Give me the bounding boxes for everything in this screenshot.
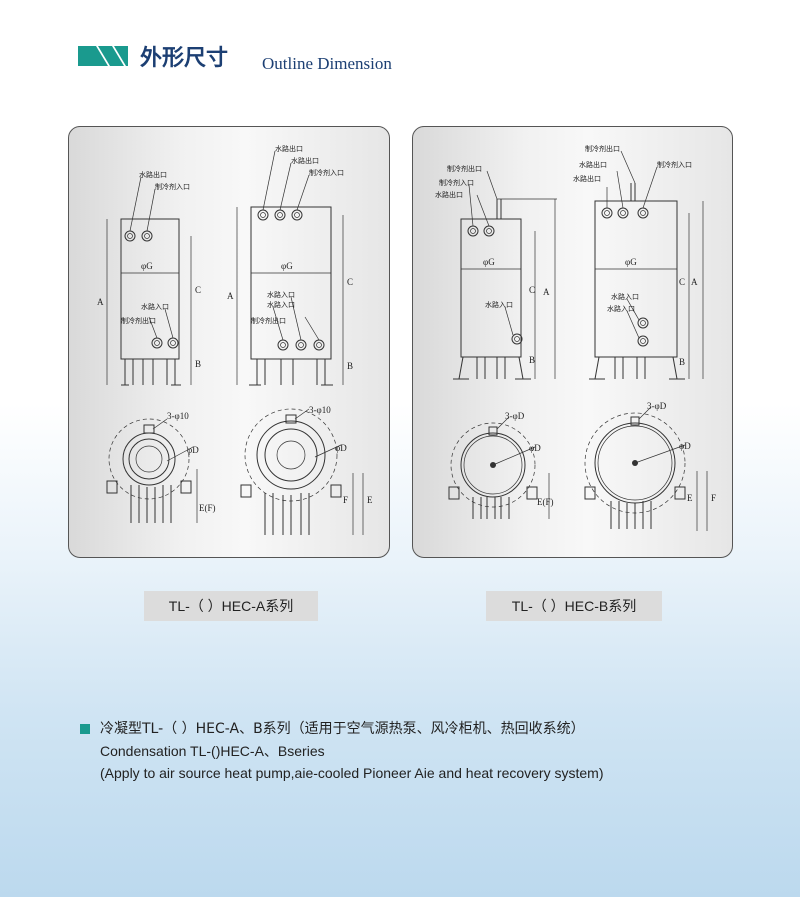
plan-a-left: 3-φ10 φD E(F) xyxy=(106,411,216,523)
label-water-outlet: 水路出口 xyxy=(435,190,463,199)
label-refrigerant-outlet: 制冷剂出口 xyxy=(447,164,482,173)
label-water-outlet-1: 水路出口 xyxy=(579,160,607,169)
label-water-outlet-1: 水路出口 xyxy=(275,144,303,153)
label-refrigerant-inlet: 制冷剂入口 xyxy=(309,168,344,177)
dim-phi-g: φG xyxy=(141,261,153,271)
dim-phi-d: φD xyxy=(529,443,541,453)
label-water-inlet-2: 水路入口 xyxy=(267,300,295,309)
dim-a: A xyxy=(543,287,550,297)
outline-drawing-b: 制冷剂出口 制冷剂入口 水路出口 φG 水路入口 A C B xyxy=(435,144,716,531)
dim-phi-g: φG xyxy=(281,261,293,271)
dim-3-phi-10: 3-φ10 xyxy=(167,411,189,421)
label-water-inlet: 水路入口 xyxy=(141,302,169,311)
label-refrigerant-inlet: 制冷剂入口 xyxy=(657,160,692,169)
unit-b-right: 制冷剂出口 水路出口 水路出口 制冷剂入口 φG 水路入口 水路入口 A C B xyxy=(573,144,704,380)
outline-drawing-a: 水路出口 制冷剂入口 φG 水路入口 制冷剂出口 A C B xyxy=(97,144,373,535)
label-water-inlet-1: 水路入口 xyxy=(267,290,295,299)
plan-a-right: 3-φ10 φD F E xyxy=(240,405,373,535)
title-chinese: 外形尺寸 xyxy=(140,46,229,71)
plan-b-right: 3-φD φD E F xyxy=(584,401,716,531)
series-label-b: TL-（ ）HEC-B系列 xyxy=(486,591,662,621)
dim-f: F xyxy=(711,493,716,503)
plan-b-left: 3-φD φD E(F) xyxy=(448,411,554,519)
dim-c: C xyxy=(347,277,353,287)
dim-phi-d: φD xyxy=(187,445,199,455)
label-refrigerant-outlet: 制冷剂出口 xyxy=(585,144,620,153)
dim-a: A xyxy=(227,291,234,301)
dim-c: C xyxy=(195,285,201,295)
dim-a: A xyxy=(97,297,104,307)
description-line-en-2: (Apply to air source heat pump,aie-coole… xyxy=(100,765,604,781)
label-refrigerant-inlet: 制冷剂入口 xyxy=(439,178,474,187)
bullet-square-icon xyxy=(80,724,90,734)
dim-c: C xyxy=(679,277,685,287)
dim-phi-g: φG xyxy=(483,257,495,267)
label-water-outlet: 水路出口 xyxy=(139,170,167,179)
dim-phi-d: φD xyxy=(679,441,691,451)
dim-3-phi-10: 3-φ10 xyxy=(309,405,331,415)
dim-b: B xyxy=(195,359,201,369)
label-water-outlet-2: 水路出口 xyxy=(291,156,319,165)
description-line-en-1: Condensation TL-()HEC-A、Bseries xyxy=(100,743,325,759)
title-english: Outline Dimension xyxy=(262,54,392,73)
dim-e: E xyxy=(687,493,693,503)
unit-b-left: 制冷剂出口 制冷剂入口 水路出口 φG 水路入口 A C B xyxy=(435,164,557,380)
drawing-panel-b: 制冷剂出口 制冷剂入口 水路出口 φG 水路入口 A C B xyxy=(412,126,733,558)
drawing-panel-a: 水路出口 制冷剂入口 φG 水路入口 制冷剂出口 A C B xyxy=(68,126,390,558)
label-water-inlet-1: 水路入口 xyxy=(611,292,639,301)
unit-a-left: 水路出口 制冷剂入口 φG 水路入口 制冷剂出口 A C B xyxy=(97,170,201,386)
label-water-outlet-2: 水路出口 xyxy=(573,174,601,183)
dim-b: B xyxy=(529,355,535,365)
dim-e-f: E(F) xyxy=(537,497,554,507)
dim-phi-g: φG xyxy=(625,257,637,267)
section-logo-icon xyxy=(78,46,128,66)
unit-a-right: 水路出口 水路出口 制冷剂入口 φG 水路入口 水路入口 制冷剂出口 A C B xyxy=(227,144,353,386)
label-refrigerant-inlet: 制冷剂入口 xyxy=(155,182,190,191)
dim-a: A xyxy=(691,277,698,287)
label-refrigerant-outlet: 制冷剂出口 xyxy=(121,316,156,325)
dim-e: E xyxy=(367,495,373,505)
dim-3-phi-d: 3-φD xyxy=(647,401,667,411)
dim-f: F xyxy=(343,495,348,505)
series-label-a: TL-（ ）HEC-A系列 xyxy=(144,591,318,621)
dim-b: B xyxy=(679,357,685,367)
dim-3-phi-d: 3-φD xyxy=(505,411,525,421)
dim-e-f: E(F) xyxy=(199,503,216,513)
label-refrigerant-outlet: 制冷剂出口 xyxy=(251,316,286,325)
dim-phi-d: φD xyxy=(335,443,347,453)
label-water-inlet: 水路入口 xyxy=(485,300,513,309)
label-water-inlet-2: 水路入口 xyxy=(607,304,635,313)
dim-c: C xyxy=(529,285,535,295)
description-line-cn: 冷凝型TL-（ ）HEC-A、B系列（适用于空气源热泵、风冷柜机、热回收系统） xyxy=(100,721,585,737)
dim-b: B xyxy=(347,361,353,371)
